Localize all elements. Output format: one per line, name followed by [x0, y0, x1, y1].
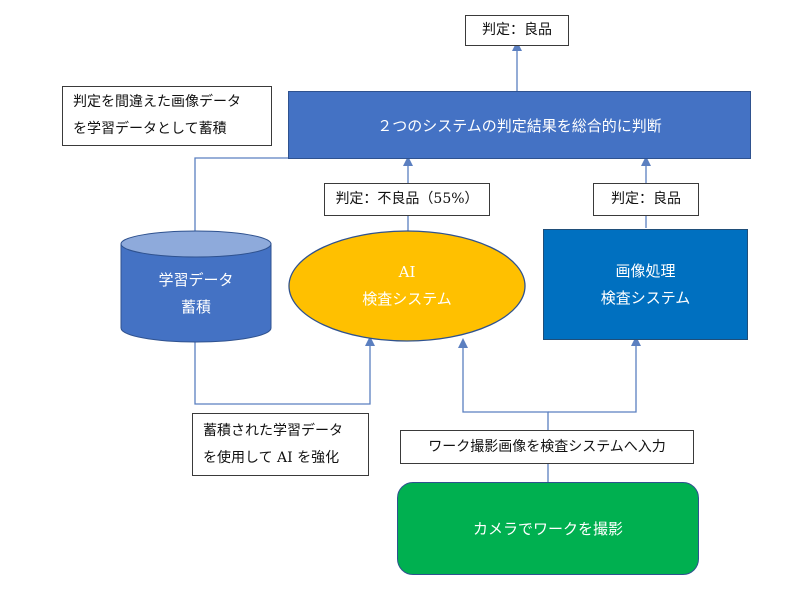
ai-result-label: 判定：不良品（55%） [324, 183, 490, 216]
reinforce-note-line2: を使用して AI を強化 [203, 449, 340, 466]
database-cylinder [120, 230, 272, 343]
ai-system-text: AI 検査システム [362, 263, 452, 308]
reinforce-note-line1: 蓄積された学習データ [203, 422, 343, 439]
integrator-text: ２つのシステムの判定結果を総合的に判断 [377, 116, 662, 135]
ip-result-label: 判定：良品 [593, 183, 699, 216]
arrow-input-to-ip [548, 336, 641, 413]
camera-box: カメラでワークを撮影 [397, 482, 699, 575]
reinforce-note: 蓄積された学習データ を使用して AI を強化 [192, 413, 369, 476]
input-note: ワーク撮影画像を検査システムへ入力 [400, 430, 694, 464]
image-processing-system-box: 画像処理 検査システム [543, 229, 748, 340]
mistake-note: 判定を間違えた画像データ を学習データとして蓄積 [62, 86, 272, 146]
ai-system-ellipse [288, 230, 526, 342]
integrator-box: ２つのシステムの判定結果を総合的に判断 [288, 91, 751, 159]
camera-text: カメラでワークを撮影 [472, 520, 623, 538]
mistake-note-line1: 判定を間違えた画像データ [73, 94, 241, 111]
top-result-label: 判定：良品 [465, 15, 569, 46]
arrow-db-to-ai [194, 336, 375, 405]
database-text: 学習データ 蓄積 [158, 271, 234, 316]
mistake-note-line2: を学習データとして蓄積 [73, 121, 227, 137]
arrow-integrator-to-db [190, 157, 288, 242]
